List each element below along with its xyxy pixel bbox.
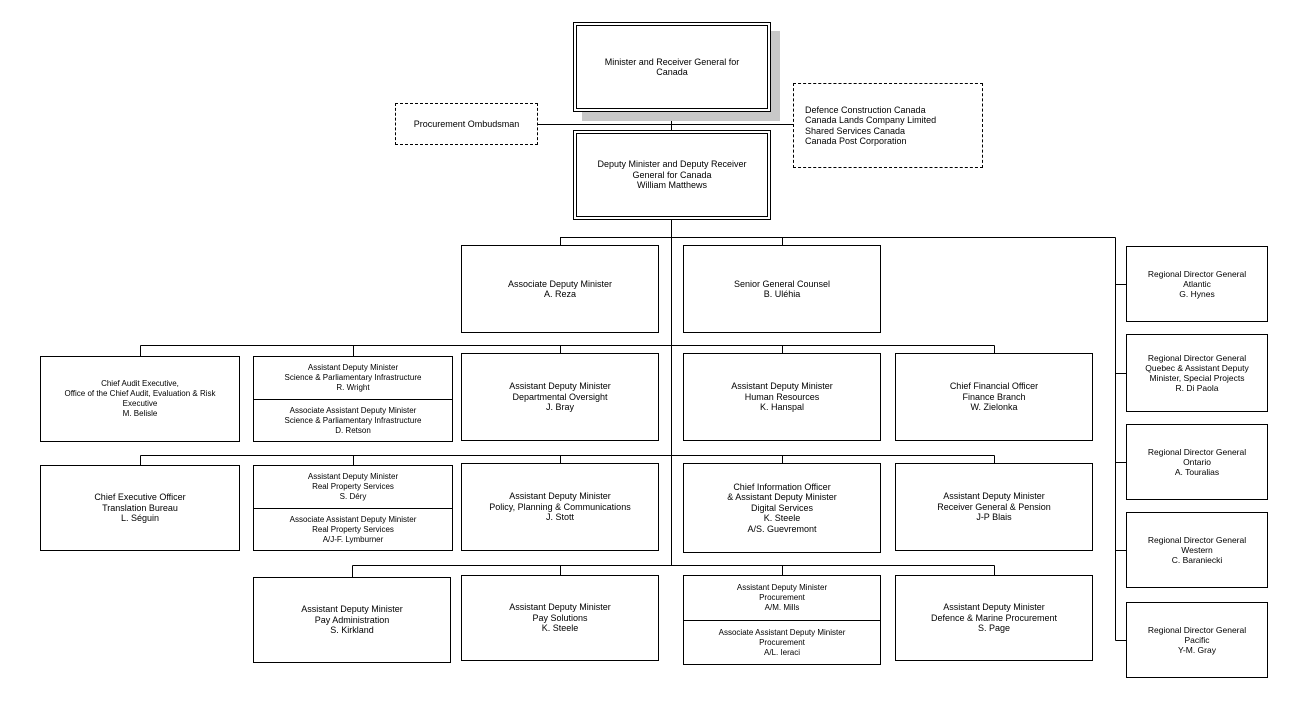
org-node-minister: Minister and Receiver General for Canada bbox=[573, 22, 771, 112]
org-node-rdg-ontario-label: Regional Director General Ontario A. Tou… bbox=[1147, 447, 1247, 477]
org-node-rdg-pacific: Regional Director General Pacific Y-M. G… bbox=[1126, 602, 1268, 678]
org-node-crown-corporations: Defence Construction Canada Canada Lands… bbox=[793, 83, 983, 168]
org-node-adm-policy-planning: Assistant Deputy Minister Policy, Planni… bbox=[461, 463, 659, 551]
org-node-adm-departmental-oversight-label: Assistant Deputy Minister Departmental O… bbox=[509, 381, 611, 413]
org-node-real-property-services: Assistant Deputy Minister Real Property … bbox=[253, 465, 453, 551]
org-node-aadm-science-label: Associate Assistant Deputy Minister Scie… bbox=[254, 399, 452, 441]
org-node-cio-digital-services-label: Chief Information Officer & Assistant De… bbox=[727, 481, 837, 534]
org-node-associate-deputy-minister: Associate Deputy Minister A. Reza bbox=[461, 245, 659, 333]
org-node-adm-departmental-oversight: Assistant Deputy Minister Departmental O… bbox=[461, 353, 659, 441]
org-node-adm-human-resources: Assistant Deputy Minister Human Resource… bbox=[683, 353, 881, 441]
org-node-procurement-ombudsman-label: Procurement Ombudsman bbox=[413, 118, 520, 129]
org-node-adm-science-label: Assistant Deputy Minister Science & Parl… bbox=[284, 363, 422, 392]
org-node-rdg-pacific-label: Regional Director General Pacific Y-M. G… bbox=[1147, 625, 1247, 655]
connector-row1 bbox=[140, 345, 995, 356]
connector-level2-branch bbox=[560, 237, 1116, 245]
org-node-cio-digital-services: Chief Information Officer & Assistant De… bbox=[683, 463, 881, 553]
connector-row2 bbox=[140, 455, 995, 465]
org-node-rdg-atlantic: Regional Director General Atlantic G. Hy… bbox=[1126, 246, 1268, 322]
org-node-adm-policy-planning-label: Assistant Deputy Minister Policy, Planni… bbox=[489, 491, 631, 523]
org-node-senior-general-counsel-label: Senior General Counsel B. Uléhia bbox=[733, 278, 831, 300]
org-node-rdg-atlantic-label: Regional Director General Atlantic G. Hy… bbox=[1147, 269, 1247, 299]
org-node-associate-deputy-minister-label: Associate Deputy Minister A. Reza bbox=[507, 278, 613, 300]
org-node-senior-general-counsel: Senior General Counsel B. Uléhia bbox=[683, 245, 881, 333]
connector-row3 bbox=[352, 565, 995, 577]
org-node-chief-financial-officer: Chief Financial Officer Finance Branch W… bbox=[895, 353, 1093, 441]
org-node-aadm-real-property-label: Associate Assistant Deputy Minister Real… bbox=[254, 508, 452, 550]
org-node-chief-audit-executive: Chief Audit Executive, Office of the Chi… bbox=[40, 356, 240, 442]
org-node-adm-human-resources-label: Assistant Deputy Minister Human Resource… bbox=[731, 381, 833, 413]
org-node-adm-pay-administration-label: Assistant Deputy Minister Pay Administra… bbox=[301, 604, 403, 636]
org-node-procurement-ombudsman: Procurement Ombudsman bbox=[395, 103, 538, 145]
org-node-chief-audit-executive-label: Chief Audit Executive, Office of the Chi… bbox=[64, 379, 216, 418]
org-node-rdg-quebec: Regional Director General Quebec & Assis… bbox=[1126, 334, 1268, 412]
org-node-adm-receiver-general: Assistant Deputy Minister Receiver Gener… bbox=[895, 463, 1093, 551]
org-node-adm-procurement-label: Assistant Deputy Minister Procurement A/… bbox=[736, 583, 828, 612]
org-node-aadm-procurement-label: Associate Assistant Deputy Minister Proc… bbox=[684, 620, 880, 664]
org-node-rdg-western-label: Regional Director General Western C. Bar… bbox=[1147, 535, 1247, 565]
org-node-adm-receiver-general-label: Assistant Deputy Minister Receiver Gener… bbox=[937, 491, 1051, 523]
org-node-adm-defence-marine: Assistant Deputy Minister Defence & Mari… bbox=[895, 575, 1093, 661]
org-node-adm-pay-solutions-label: Assistant Deputy Minister Pay Solutions … bbox=[509, 602, 611, 634]
org-node-rdg-western: Regional Director General Western C. Bar… bbox=[1126, 512, 1268, 588]
org-node-ceo-translation-bureau-label: Chief Executive Officer Translation Bure… bbox=[94, 492, 186, 524]
org-node-minister-label: Minister and Receiver General for Canada bbox=[604, 56, 740, 78]
org-node-adm-pay-solutions: Assistant Deputy Minister Pay Solutions … bbox=[461, 575, 659, 661]
org-node-adm-pay-administration: Assistant Deputy Minister Pay Administra… bbox=[253, 577, 451, 663]
org-node-ceo-translation-bureau: Chief Executive Officer Translation Bure… bbox=[40, 465, 240, 551]
org-node-rdg-quebec-label: Regional Director General Quebec & Assis… bbox=[1145, 353, 1249, 393]
org-node-crown-corporations-label: Defence Construction Canada Canada Lands… bbox=[805, 104, 937, 147]
org-node-deputy-minister: Deputy Minister and Deputy Receiver Gene… bbox=[573, 130, 771, 220]
connector-regional-spine bbox=[1115, 237, 1126, 641]
org-node-adm-defence-marine-label: Assistant Deputy Minister Defence & Mari… bbox=[930, 602, 1058, 634]
org-node-procurement: Assistant Deputy Minister Procurement A/… bbox=[683, 575, 881, 665]
org-node-deputy-minister-label: Deputy Minister and Deputy Receiver Gene… bbox=[597, 159, 747, 191]
org-node-chief-financial-officer-label: Chief Financial Officer Finance Branch W… bbox=[949, 381, 1039, 413]
org-node-science-parliamentary: Assistant Deputy Minister Science & Parl… bbox=[253, 356, 453, 442]
org-node-adm-real-property-label: Assistant Deputy Minister Real Property … bbox=[307, 472, 399, 501]
org-node-rdg-ontario: Regional Director General Ontario A. Tou… bbox=[1126, 424, 1268, 500]
